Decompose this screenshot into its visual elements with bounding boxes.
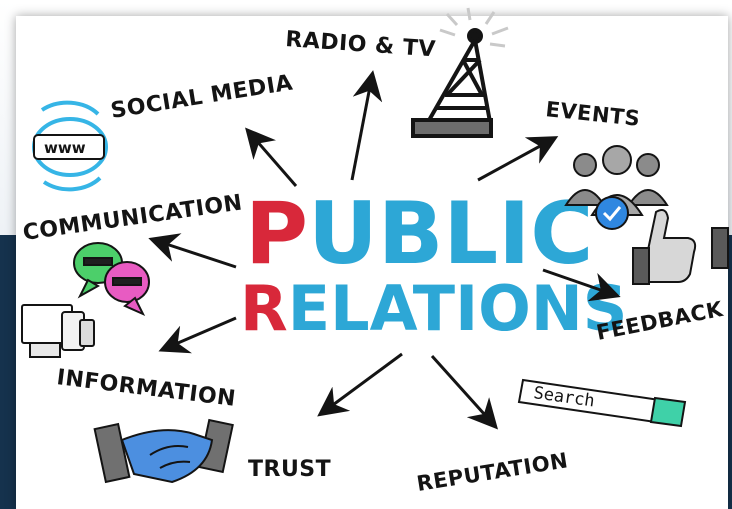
label-reputation: REPUTATION bbox=[415, 448, 570, 496]
arrows bbox=[148, 70, 621, 430]
title-line-relations: RELATIONS bbox=[240, 272, 627, 345]
people-group-icon bbox=[564, 145, 669, 230]
title-letter-r: R bbox=[240, 272, 288, 345]
arrow-feedback bbox=[542, 268, 621, 302]
arrow-radio-tv bbox=[350, 70, 383, 181]
label-events: EVENTS bbox=[544, 97, 641, 131]
arrow-communication bbox=[148, 233, 237, 269]
devices-icon bbox=[21, 304, 95, 358]
title-line-public: PUBLIC bbox=[245, 184, 593, 284]
label-radio-tv: RADIO & TV bbox=[285, 27, 437, 62]
title-letters-ublic: UBLIC bbox=[308, 184, 593, 284]
www-text: www bbox=[44, 139, 86, 157]
search-bar-icon: Search bbox=[517, 378, 687, 428]
arrow-events bbox=[477, 136, 559, 182]
title-letters-elations: ELATIONS bbox=[288, 272, 628, 345]
label-social-media: SOCIAL MEDIA bbox=[109, 70, 295, 123]
search-text: Search bbox=[532, 383, 596, 411]
globe-www-icon: www bbox=[32, 100, 108, 192]
handshake-icon bbox=[93, 418, 234, 484]
center-title: PUBLIC RELATIONS bbox=[240, 184, 627, 345]
label-trust: TRUST bbox=[248, 457, 331, 482]
label-information: INFORMATION bbox=[55, 365, 237, 412]
speech-bubbles-icon bbox=[73, 242, 150, 317]
title-letter-p: P bbox=[245, 184, 308, 284]
check-badge-icon bbox=[595, 196, 629, 230]
thumbs-up-icon bbox=[632, 209, 729, 285]
arrow-reputation bbox=[430, 354, 499, 430]
label-communication: COMMUNICATION bbox=[21, 190, 244, 246]
radio-tower-icon bbox=[411, 7, 509, 138]
arrow-information bbox=[158, 316, 237, 354]
arrow-social-media bbox=[245, 127, 298, 187]
arrow-trust bbox=[317, 352, 403, 417]
